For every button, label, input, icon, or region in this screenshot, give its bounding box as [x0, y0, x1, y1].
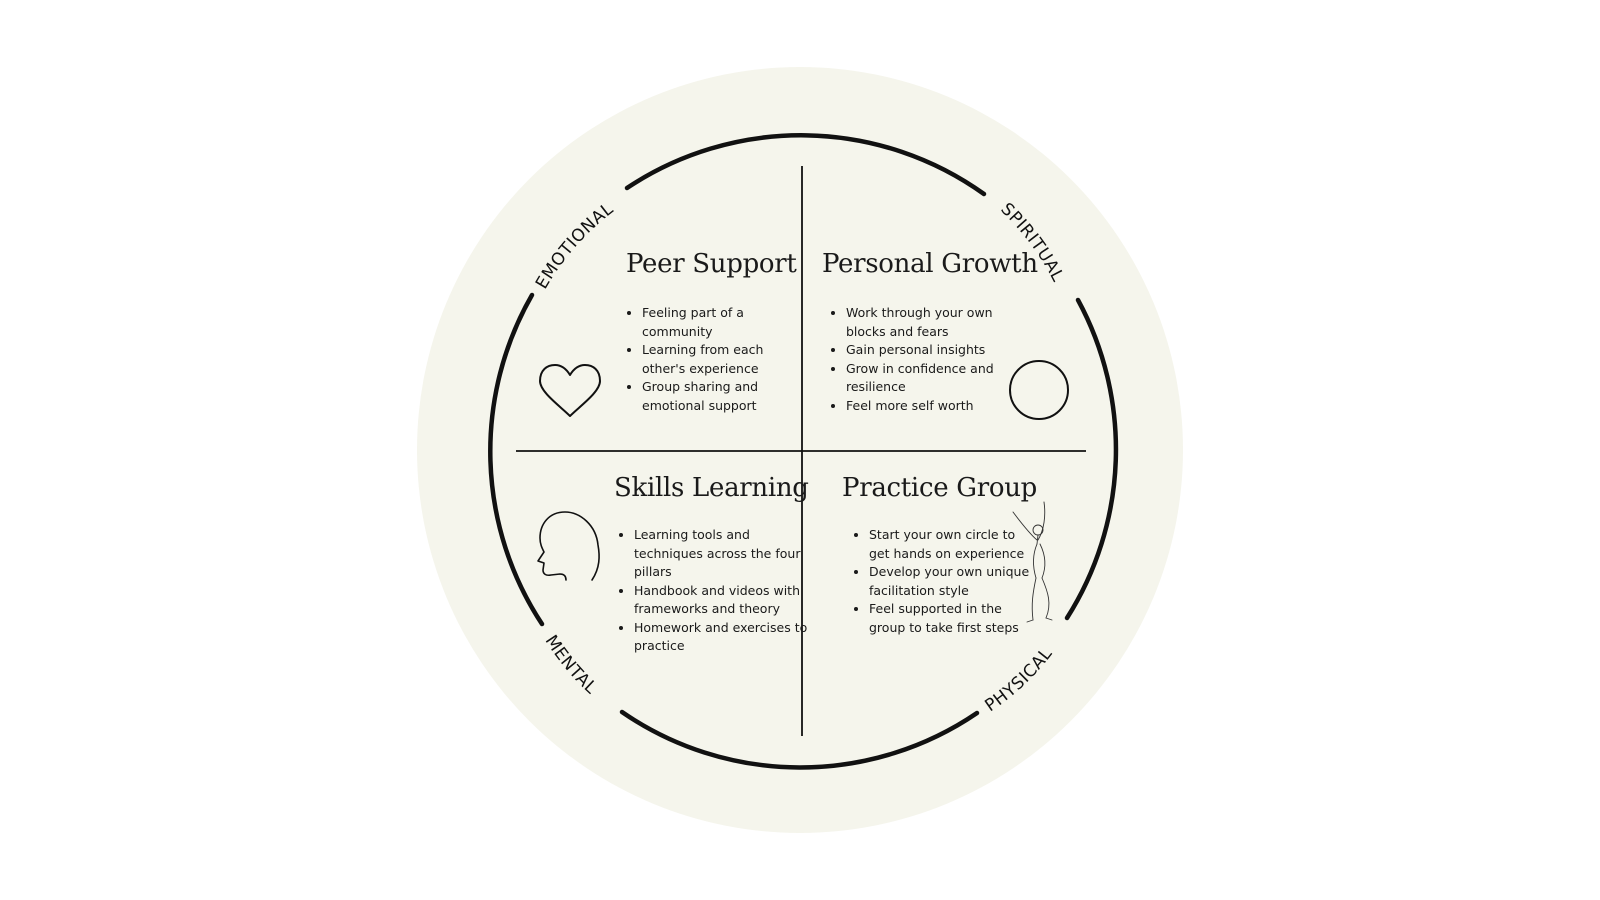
peer-support-list: Feeling part of a community Learning fro… [624, 304, 787, 415]
list-item: Start your own circle to get hands on ex… [869, 526, 1039, 563]
personal-growth-title: Personal Growth [822, 249, 1038, 279]
list-item: Develop your own unique facilitation sty… [869, 563, 1039, 600]
list-item: Group sharing and emotional support [642, 378, 787, 415]
practice-group-list: Start your own circle to get hands on ex… [851, 526, 1039, 637]
list-item: Handbook and videos with frameworks and … [634, 582, 814, 619]
skills-learning-title: Skills Learning [614, 473, 809, 503]
list-item: Learning from each other's experience [642, 341, 787, 378]
background-disc [417, 67, 1183, 833]
list-item: Feeling part of a community [642, 304, 787, 341]
list-item: Learning tools and techniques across the… [634, 526, 814, 582]
list-item: Gain personal insights [846, 341, 1021, 360]
skills-learning-list: Learning tools and techniques across the… [616, 526, 814, 656]
list-item: Feel supported in the group to take firs… [869, 600, 1039, 637]
peer-support-title: Peer Support [626, 249, 797, 279]
list-item: Grow in confidence and resilience [846, 360, 1021, 397]
list-item: Homework and exercises to practice [634, 619, 814, 656]
list-item: Feel more self worth [846, 397, 1021, 416]
list-item: Work through your own blocks and fears [846, 304, 1021, 341]
practice-group-title: Practice Group [842, 473, 1037, 503]
personal-growth-list: Work through your own blocks and fears G… [828, 304, 1021, 415]
